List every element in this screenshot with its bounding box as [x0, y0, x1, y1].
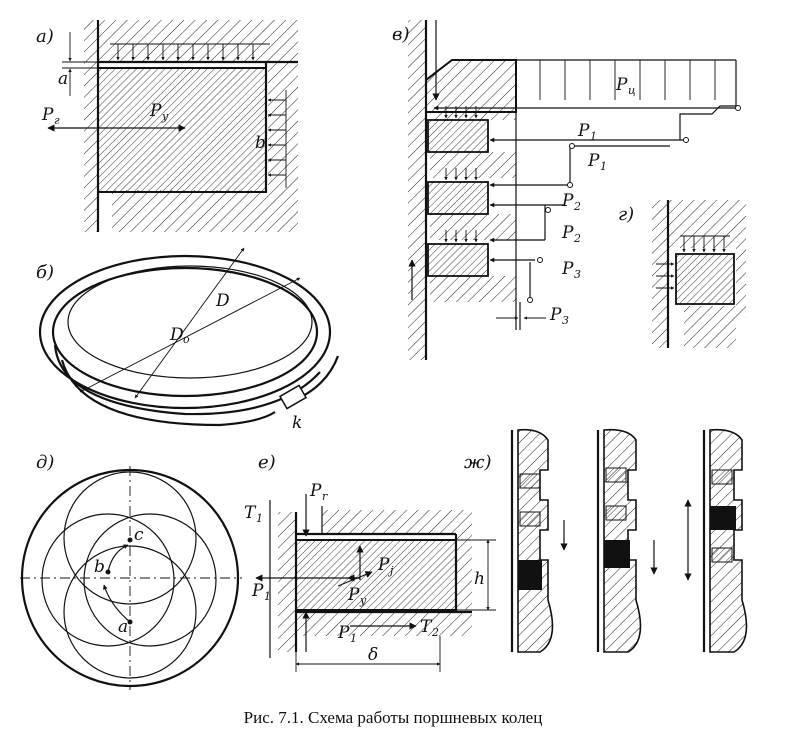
panel-v-label: в)	[392, 24, 410, 45]
label-D: D	[215, 291, 230, 311]
point-c: c	[134, 525, 144, 545]
panel-zh: ж)	[464, 428, 748, 653]
label-k: k	[292, 413, 302, 433]
svg-text:r: r	[322, 490, 328, 503]
label-D0: D	[169, 325, 184, 345]
svg-text:ц: ц	[628, 84, 636, 97]
svg-text:y: y	[359, 594, 367, 607]
label-p1-bottom: P	[337, 623, 350, 643]
panel-v: в)	[392, 20, 741, 360]
panel-e: е) h δ T 1 P r	[244, 452, 496, 672]
label-py: P	[347, 585, 360, 605]
svg-text:1: 1	[350, 632, 357, 645]
panel-e-label: е)	[258, 452, 276, 473]
figure-caption: Рис. 7.1. Схема работы поршневых колец	[243, 708, 543, 727]
dim-b: b	[255, 133, 266, 153]
svg-text:1: 1	[256, 512, 263, 525]
panel-d-label: д)	[36, 452, 54, 473]
svg-text:j: j	[387, 564, 394, 577]
label-p3: P	[561, 259, 574, 279]
svg-text:2: 2	[573, 200, 581, 213]
label-p-y: P	[149, 101, 162, 121]
label-t1: T	[244, 503, 257, 523]
label-p1-prime: P	[587, 151, 600, 171]
panel-b-label: б)	[36, 262, 54, 283]
dim-h: h	[474, 569, 485, 589]
panel-g: г)	[618, 200, 746, 348]
point-a: a	[118, 617, 128, 637]
ring-column-3	[684, 428, 748, 653]
label-p-c: P	[615, 75, 628, 95]
svg-text:3: 3	[562, 314, 569, 327]
svg-text:1: 1	[264, 590, 271, 603]
svg-text:2: 2	[573, 232, 581, 245]
label-p3-prime: P	[549, 305, 562, 325]
label-pr: P	[309, 481, 322, 501]
panel-d: д) a b c	[20, 452, 242, 690]
svg-text:y: y	[161, 110, 169, 123]
ring-pressure-arrows	[444, 106, 478, 243]
svg-text:1: 1	[600, 160, 607, 173]
panel-zh-label: ж)	[464, 452, 491, 473]
pressure-arrows-side	[267, 90, 287, 188]
label-t2: T	[420, 617, 433, 637]
svg-text:3: 3	[574, 268, 581, 281]
label-p2: P	[561, 191, 574, 211]
label-p2-prime: P	[561, 223, 574, 243]
svg-text:1: 1	[590, 130, 597, 143]
ring-column-2	[596, 428, 658, 653]
label-p1: P	[577, 121, 590, 141]
point-b: b	[94, 557, 105, 577]
dim-a: a	[58, 69, 68, 89]
pressure-arrows-top	[110, 43, 270, 61]
panel-a: а)	[36, 20, 298, 232]
panel-a-label: а)	[36, 26, 54, 47]
pressure-diagram	[433, 59, 741, 330]
svg-text:г: г	[54, 114, 60, 127]
label-p1-left: P	[251, 581, 264, 601]
svg-text:2: 2	[431, 626, 439, 639]
ring-column-1	[510, 428, 568, 653]
label-pj: P	[377, 555, 390, 575]
svg-text:o: o	[183, 333, 190, 346]
panel-b: б) D D o k	[36, 247, 340, 433]
panel-g-label: г)	[618, 204, 634, 225]
label-p-g: P	[41, 105, 54, 125]
dim-delta: δ	[368, 645, 378, 665]
